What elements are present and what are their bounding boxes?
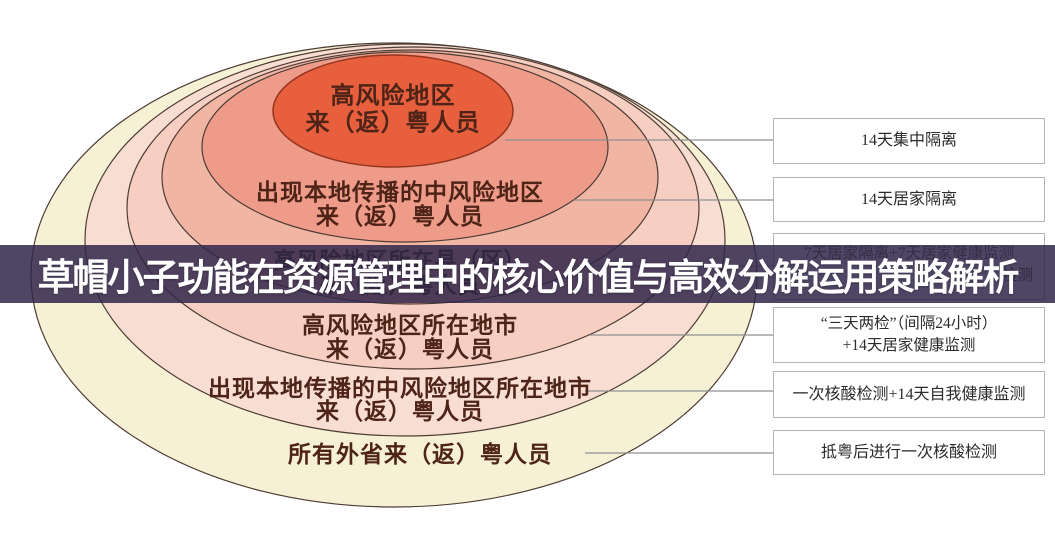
watermark-banner-text: 草帽小子功能在资源管理中的核心价值与高效分解运用策略解析: [37, 257, 1020, 298]
ring-label-1-line2: 来（返）粤人员: [305, 109, 481, 137]
ring-label-4-line2: 来（返）粤人员: [326, 336, 494, 362]
measure-box-1-text: 14天集中隔离: [860, 132, 957, 150]
ring-label-1-line1: 高风险地区: [330, 82, 456, 110]
measure-box-5-text: 一次核酸检测+14天自我健康监测: [792, 385, 1026, 403]
ring-label-4-line1: 高风险地区所在地市: [302, 312, 518, 338]
ring-label-5-line1: 出现本地传播的中风险地区所在地市: [208, 375, 592, 401]
ring-label-2-line2: 来（返）粤人员: [316, 203, 484, 229]
ring-label-2-line1: 出现本地传播的中风险地区: [256, 179, 544, 205]
measure-box-2: 14天居家隔离: [773, 177, 1045, 222]
risk-ellipse-high-area: [272, 54, 514, 168]
measure-box-6: 抵粤后进行一次核酸检测: [773, 430, 1045, 475]
ring-label-6: 所有外省来（返）粤人员: [288, 441, 552, 467]
measure-box-5: 一次核酸检测+14天自我健康监测: [773, 371, 1045, 418]
measure-box-4-text-line1: “三天两检”（间隔24小时）: [820, 314, 998, 332]
measure-box-6-text: 抵粤后进行一次核酸检测: [820, 443, 997, 461]
measure-box-1: 14天集中隔离: [773, 118, 1045, 164]
measure-box-4-text-line2: +14天居家健康监测: [842, 337, 976, 354]
measure-box-2-text: 14天居家隔离: [860, 190, 957, 208]
watermark-overlay-strip: [0, 245, 1055, 303]
measure-box-4: “三天两检”（间隔24小时） +14天居家健康监测: [773, 307, 1045, 363]
ring-label-5-line2: 来（返）粤人员: [316, 398, 484, 424]
